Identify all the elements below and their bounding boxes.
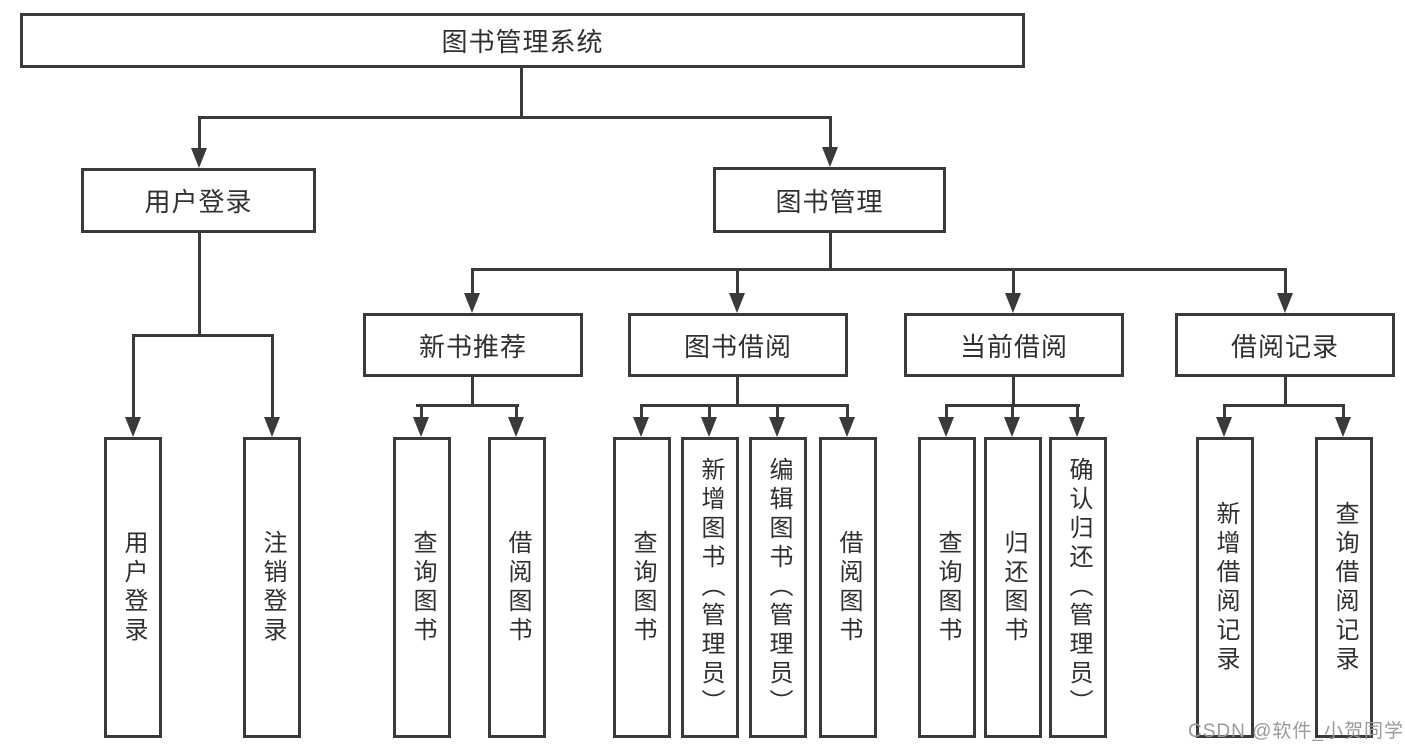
leaf-newbook-borrow: 借阅图书 [488, 437, 546, 738]
connector-line [198, 233, 201, 337]
leaf-current-query-label: 查询图书 [934, 529, 961, 646]
connector-line [829, 233, 832, 271]
arrow-down-icon [264, 417, 280, 437]
node-borrow-records: 借阅记录 [1175, 313, 1395, 377]
csdn-watermark: CSDN @软件_小贺同学 [1188, 721, 1404, 742]
arrow-down-icon [633, 417, 649, 437]
connector-line [471, 377, 474, 407]
connector-line [736, 377, 739, 407]
arrow-down-icon [1216, 417, 1232, 437]
arrow-down-icon [769, 417, 785, 437]
leaf-newbook-query: 查询图书 [393, 437, 451, 738]
node-new-books-label: 新书推荐 [418, 331, 527, 362]
node-borrow-records-label: 借阅记录 [1230, 331, 1339, 362]
arrow-down-icon [1069, 417, 1085, 437]
connector-line [1012, 377, 1015, 407]
leaf-borrow-borrow-label: 借阅图书 [835, 529, 862, 646]
leaf-borrow-add: 新增图书（管理员） [681, 437, 739, 738]
leaf-newbook-borrow-label: 借阅图书 [504, 529, 531, 646]
node-root: 图书管理系统 [20, 13, 1025, 68]
arrow-down-icon [1277, 293, 1293, 313]
connector-line [1223, 404, 1226, 419]
arrow-down-icon [729, 293, 745, 313]
arrow-down-icon [938, 417, 954, 437]
leaf-current-return-label: 归还图书 [1000, 529, 1027, 646]
arrow-down-icon [464, 293, 480, 313]
connector-line [198, 116, 832, 119]
arrow-down-icon [1335, 417, 1351, 437]
connector-line [471, 268, 474, 295]
leaf-borrow-query-label: 查询图书 [629, 529, 656, 646]
leaf-borrow-query: 查询图书 [613, 437, 671, 738]
leaf-logout: 注销登录 [243, 437, 301, 738]
node-current-borrow-label: 当前借阅 [959, 331, 1068, 362]
connector-line [945, 404, 948, 419]
connector-line [640, 404, 643, 419]
arrow-down-icon [125, 417, 141, 437]
leaf-current-confirm-label: 确认归还（管理员） [1065, 457, 1092, 718]
node-user-login: 用户登录 [81, 168, 316, 233]
leaf-newbook-query-label: 查询图书 [409, 529, 436, 646]
node-book-mgmt-label: 图书管理 [775, 186, 884, 217]
leaf-record-query: 查询借阅记录 [1315, 437, 1373, 738]
connector-line [520, 68, 523, 118]
node-book-borrow-label: 图书借阅 [683, 331, 792, 362]
arrow-down-icon [1004, 417, 1020, 437]
connector-line [1342, 404, 1345, 419]
connector-line [846, 404, 849, 419]
leaf-current-return: 归还图书 [984, 437, 1042, 738]
leaf-borrow-edit: 编辑图书（管理员） [749, 437, 807, 738]
arrow-down-icon [508, 417, 524, 437]
connector-line [198, 116, 201, 150]
connector-line [1284, 268, 1287, 295]
leaf-current-confirm: 确认归还（管理员） [1049, 437, 1107, 738]
node-root-label: 图书管理系统 [441, 27, 604, 57]
connector-line [776, 404, 779, 419]
leaf-user-login-label: 用户登录 [120, 529, 147, 646]
connector-line [1011, 404, 1014, 419]
leaf-record-add-label: 新增借阅记录 [1212, 500, 1239, 675]
arrow-down-icon [839, 417, 855, 437]
node-book-borrow: 图书借阅 [628, 313, 848, 377]
arrow-down-icon [822, 147, 838, 167]
connector-line [515, 404, 518, 419]
leaf-borrow-edit-label: 编辑图书（管理员） [765, 457, 792, 718]
node-new-books: 新书推荐 [363, 313, 583, 377]
leaf-current-query: 查询图书 [918, 437, 976, 738]
connector-line [1012, 268, 1015, 295]
node-book-mgmt: 图书管理 [713, 167, 946, 233]
connector-line [420, 404, 423, 419]
connector-line [708, 404, 711, 419]
leaf-borrow-borrow: 借阅图书 [819, 437, 877, 738]
connector-line [471, 268, 1287, 271]
arrow-down-icon [1005, 293, 1021, 313]
connector-line [271, 334, 274, 419]
leaf-record-query-label: 查询借阅记录 [1331, 500, 1358, 675]
arrow-down-icon [701, 417, 717, 437]
node-user-login-label: 用户登录 [144, 187, 253, 217]
connector-line [829, 116, 832, 150]
connector-line [1284, 377, 1287, 407]
leaf-user-login: 用户登录 [104, 437, 162, 738]
connector-line [1223, 404, 1345, 407]
leaf-borrow-add-label: 新增图书（管理员） [697, 457, 724, 718]
connector-line [132, 334, 274, 337]
connector-line [1076, 404, 1079, 419]
node-current-borrow: 当前借阅 [904, 313, 1124, 377]
connector-line [416, 404, 519, 407]
arrow-down-icon [191, 148, 207, 168]
leaf-record-add: 新增借阅记录 [1196, 437, 1254, 738]
connector-line [132, 334, 135, 419]
leaf-logout-label: 注销登录 [259, 529, 286, 646]
arrow-down-icon [413, 417, 429, 437]
connector-line [640, 404, 849, 407]
connector-line [736, 268, 739, 295]
